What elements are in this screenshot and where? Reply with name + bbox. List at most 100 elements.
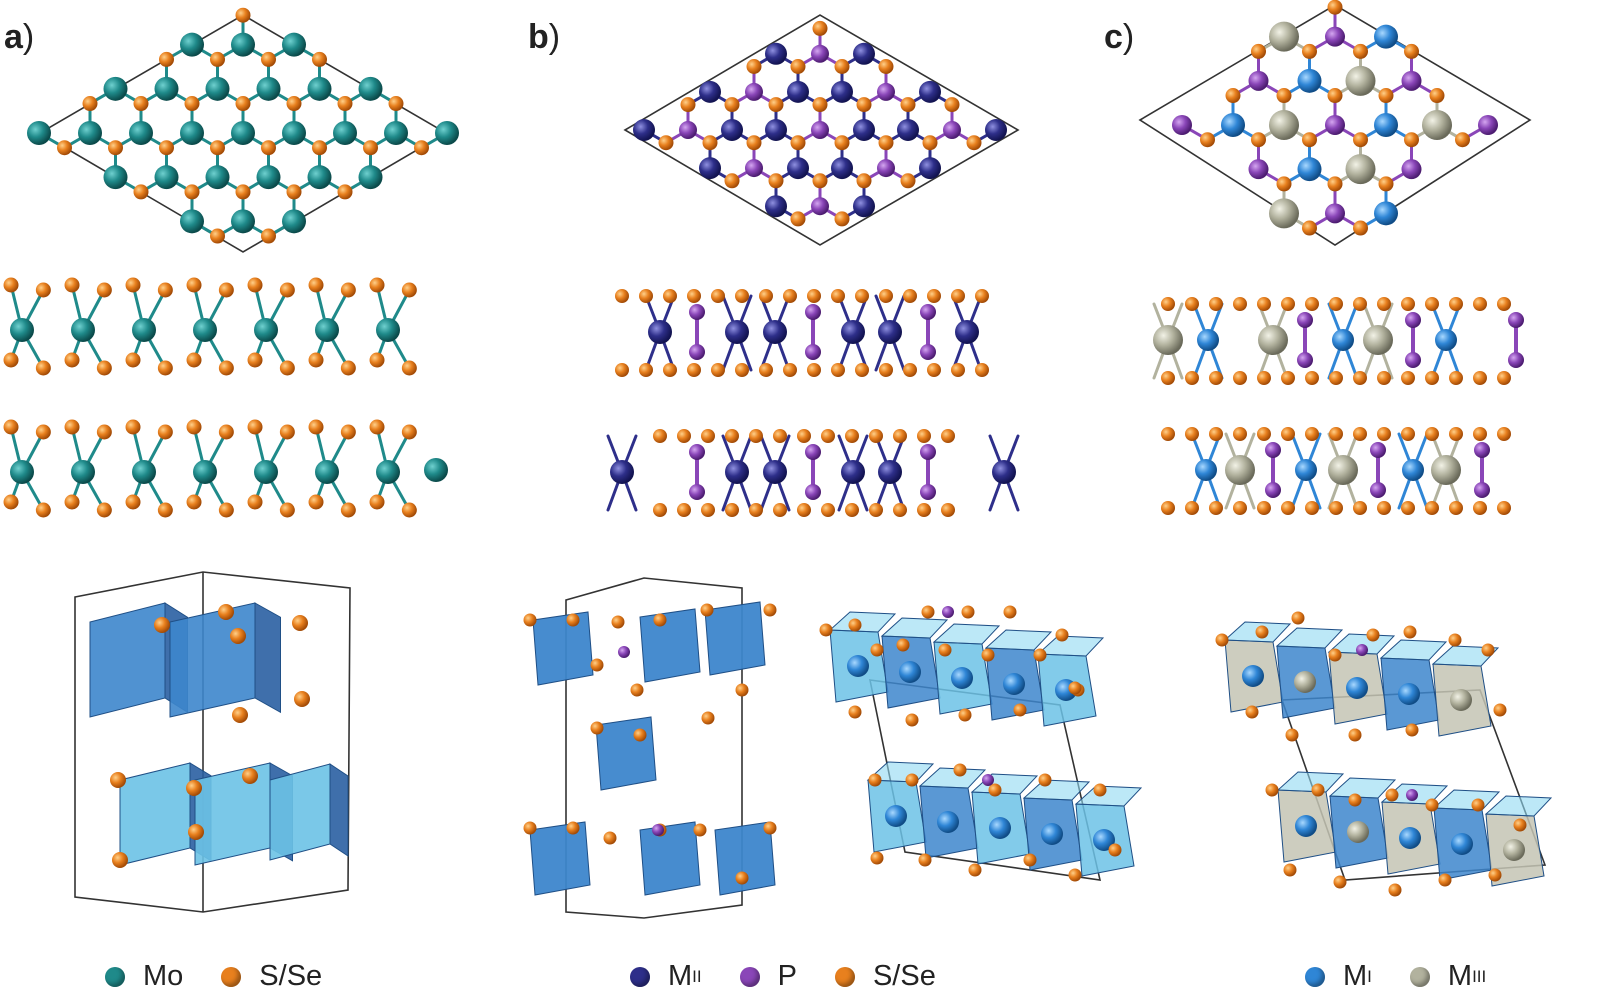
atom-s (903, 289, 917, 303)
atom-s (1311, 783, 1325, 797)
atom-s (855, 289, 869, 303)
atom-s (235, 184, 251, 200)
atom-s (834, 211, 850, 227)
legend-item-chalcogen-b: S/Se (834, 960, 936, 993)
atom-s (218, 360, 234, 376)
atom-s (812, 97, 828, 113)
atom-p (920, 304, 936, 320)
atom-m2 (699, 80, 721, 103)
atom-s (1276, 176, 1292, 192)
atom-s (1233, 501, 1247, 515)
atom-s (35, 424, 51, 440)
atom-m1 (1221, 113, 1245, 137)
atom-s (340, 360, 356, 376)
atom-s (927, 363, 941, 377)
atom-s (1233, 297, 1247, 311)
atom-m1 (1402, 459, 1424, 481)
atom-s (337, 96, 353, 112)
atom-s (210, 51, 225, 67)
atom-m2 (841, 320, 865, 344)
atom-s (1305, 427, 1319, 441)
atom-p (811, 121, 829, 139)
atom-s (790, 211, 806, 227)
atom-s (286, 184, 302, 200)
atom-s (1353, 43, 1368, 59)
octahedron (639, 821, 701, 896)
atom-s (783, 289, 797, 303)
atom-s (566, 613, 580, 627)
atom-s (725, 429, 739, 443)
atom-s (3, 277, 19, 293)
atom-p (1265, 442, 1281, 458)
atom-s (1225, 88, 1241, 104)
atom-s (1185, 297, 1199, 311)
atom-s (1281, 297, 1295, 311)
atom-p (1508, 352, 1524, 368)
atom-m3 (1269, 21, 1299, 52)
atom-s (1328, 648, 1342, 662)
atom-s (603, 831, 617, 845)
atom-mo (231, 121, 255, 145)
atom-mo (358, 76, 383, 101)
legend-item-mo: Mo (105, 960, 183, 993)
atom-s (1473, 371, 1487, 385)
atom-s (3, 494, 19, 510)
atom-s (1333, 875, 1347, 889)
atom-m1 (1003, 673, 1025, 695)
atom-s (639, 289, 653, 303)
atom-s (369, 494, 385, 510)
octahedron (1328, 777, 1397, 799)
atom-s (680, 97, 696, 113)
atom-s (870, 851, 884, 865)
atom-m2 (721, 119, 743, 141)
atom-s (64, 494, 80, 510)
m1-swatch-icon (1305, 966, 1325, 987)
atom-p (805, 304, 821, 320)
atom-m1 (1197, 329, 1219, 351)
atom-s (663, 289, 677, 303)
atom-m1 (1374, 24, 1398, 49)
atom-mo (307, 76, 332, 101)
atom-s (279, 502, 295, 518)
atom-m1 (1374, 201, 1398, 226)
octahedron (1432, 789, 1501, 811)
atom-s (247, 419, 263, 435)
atom-s (856, 97, 872, 113)
octahedron (254, 602, 281, 714)
atom-mo (307, 165, 332, 190)
atom-m2 (763, 320, 787, 344)
atom-s (724, 173, 740, 189)
atom-s (1329, 371, 1343, 385)
atom-s (1329, 501, 1343, 515)
atom-p (920, 444, 936, 460)
atom-s (749, 429, 763, 443)
atom-s (1471, 798, 1485, 812)
atom-m3 (1450, 689, 1472, 711)
atom-s (1327, 88, 1343, 104)
atom-s (746, 135, 762, 151)
atom-s (186, 419, 202, 435)
atom-s (1209, 371, 1223, 385)
atom-s (414, 140, 429, 156)
m3-swatch-icon (1409, 966, 1430, 987)
atom-s (186, 352, 202, 368)
octahedron (828, 611, 897, 633)
atom-m1 (1332, 329, 1354, 351)
atom-s (1233, 427, 1247, 441)
unit-cell-edge (565, 577, 743, 919)
phosphorus-swatch-icon (739, 966, 760, 987)
atom-s (1233, 371, 1247, 385)
octahedron (704, 601, 766, 676)
atom-s (292, 615, 308, 631)
atom-s (1209, 501, 1223, 515)
atom-m2 (763, 460, 787, 484)
atom-s (735, 289, 749, 303)
panel-label-c: c) (1104, 18, 1135, 56)
atom-m1 (1297, 68, 1322, 93)
atom-s (701, 429, 715, 443)
atom-s (1209, 427, 1223, 441)
atom-s (1283, 863, 1297, 877)
atom-s (677, 503, 691, 517)
atom-m1 (1093, 829, 1115, 851)
atom-s (312, 51, 327, 67)
